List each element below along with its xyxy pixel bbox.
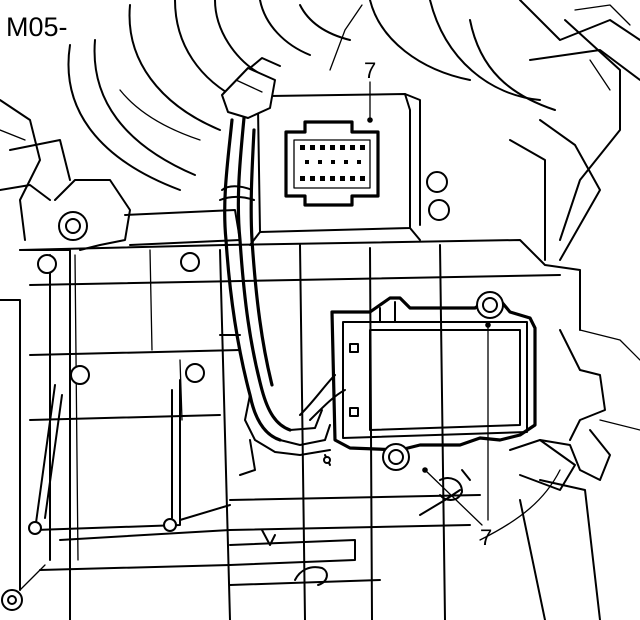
upper-duct-curves bbox=[67, 0, 556, 191]
callout-point-module bbox=[485, 322, 491, 328]
callout-point-bolt bbox=[422, 467, 428, 473]
inner-panel bbox=[28, 379, 231, 541]
right-side-brackets bbox=[509, 329, 640, 620]
control-module bbox=[330, 296, 537, 452]
callout-label-lower: 7 bbox=[480, 525, 492, 550]
module-screw-top bbox=[349, 343, 359, 353]
figure-code: M05- bbox=[6, 12, 68, 42]
module-bolts bbox=[382, 291, 504, 471]
connector-housing bbox=[249, 93, 421, 246]
cable-clip bbox=[221, 57, 281, 119]
mounting-holes bbox=[1, 171, 450, 611]
callout-leaders bbox=[367, 81, 491, 526]
upper-right-housing bbox=[509, 0, 640, 261]
multi-pin-connector bbox=[284, 120, 380, 207]
callout-label-upper: 7 bbox=[364, 58, 376, 83]
callout-point-connector bbox=[367, 117, 373, 123]
left-side-housing bbox=[0, 99, 71, 620]
connector-pins bbox=[300, 145, 365, 181]
module-screw-bottom bbox=[349, 407, 359, 417]
lower-centre-details bbox=[229, 439, 561, 586]
